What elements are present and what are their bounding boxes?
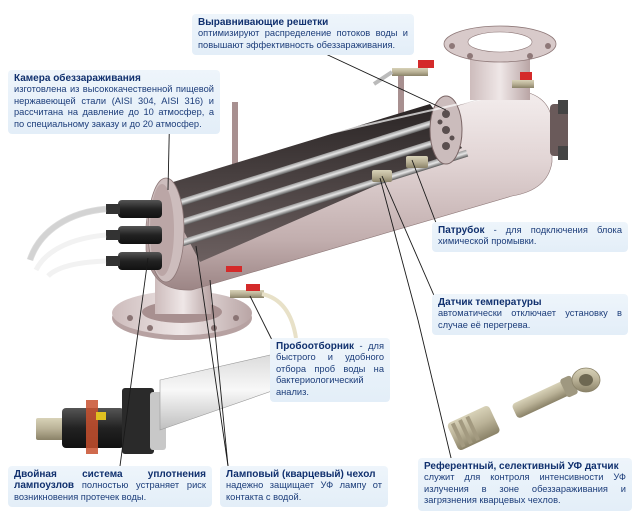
callout-text: автоматически отключает установку в случ… (438, 308, 622, 330)
callout-temperature-sensor: Датчик температуры автоматически отключа… (432, 294, 628, 336)
callout-distribution-grids: Выравнивающие решетки оптимизируют распр… (192, 14, 414, 56)
callout-text: - для быстрого и удобного отбора проб во… (276, 341, 384, 397)
callout-text: - для подключения блока химической промы… (438, 225, 622, 247)
valve-handle (418, 60, 434, 68)
uv-lamp (165, 113, 454, 211)
uv-lamp (180, 149, 469, 247)
callout-title: Пробоотборник (276, 341, 355, 352)
callout-quartz-sleeve: Ламповый (кварцевый) чехол надежно защищ… (220, 466, 388, 508)
lamp-seal-assembly (36, 349, 299, 454)
callout-sampler: Пробоотборник - для быстрого и удобного … (270, 338, 390, 403)
lamp-caps (26, 200, 162, 278)
valve-handle (246, 284, 260, 291)
callout-text: изготовлена из высококачественной пищево… (14, 84, 214, 129)
callout-title: Ламповый (кварцевый) чехол (226, 469, 376, 480)
callout-title: Референтный, селективный УФ датчик (424, 461, 619, 472)
sampler-tube (261, 292, 298, 339)
callout-disinfection-chamber: Камера обеззараживания изготовлена из вы… (8, 70, 220, 135)
callout-title: Камера обеззараживания (14, 73, 141, 84)
leader-lines (119, 41, 453, 467)
callout-double-seal: Двойная система уплотнения лампоузлов по… (8, 466, 212, 508)
callout-title: Датчик температуры (438, 297, 542, 308)
callout-title: Двойная система уплотнения лампоузлов (14, 469, 206, 492)
callout-title: Патрубок (438, 225, 485, 236)
right-end (550, 100, 568, 160)
outlet-flange (443, 25, 557, 100)
valves (226, 60, 534, 339)
callout-text: надежно защищает УФ лампу от контакта с … (226, 480, 382, 502)
callout-text: оптимизируют распределение потоков воды … (198, 28, 408, 50)
support-legs (232, 70, 404, 168)
callout-text: полностью устраняет риск возникновения п… (14, 480, 206, 502)
uv-sensor-parts (447, 367, 601, 450)
callout-nozzle: Патрубок - для подключения блока химичес… (432, 222, 628, 252)
valve-handle (520, 72, 532, 80)
uv-lamp (172, 131, 461, 229)
callout-title: Выравнивающие решетки (198, 17, 329, 28)
disinfection-chamber (145, 89, 553, 291)
callout-uv-sensor: Референтный, селективный УФ датчик служи… (418, 458, 632, 511)
callout-text: служит для контроля интенсивности УФ изл… (424, 472, 626, 506)
